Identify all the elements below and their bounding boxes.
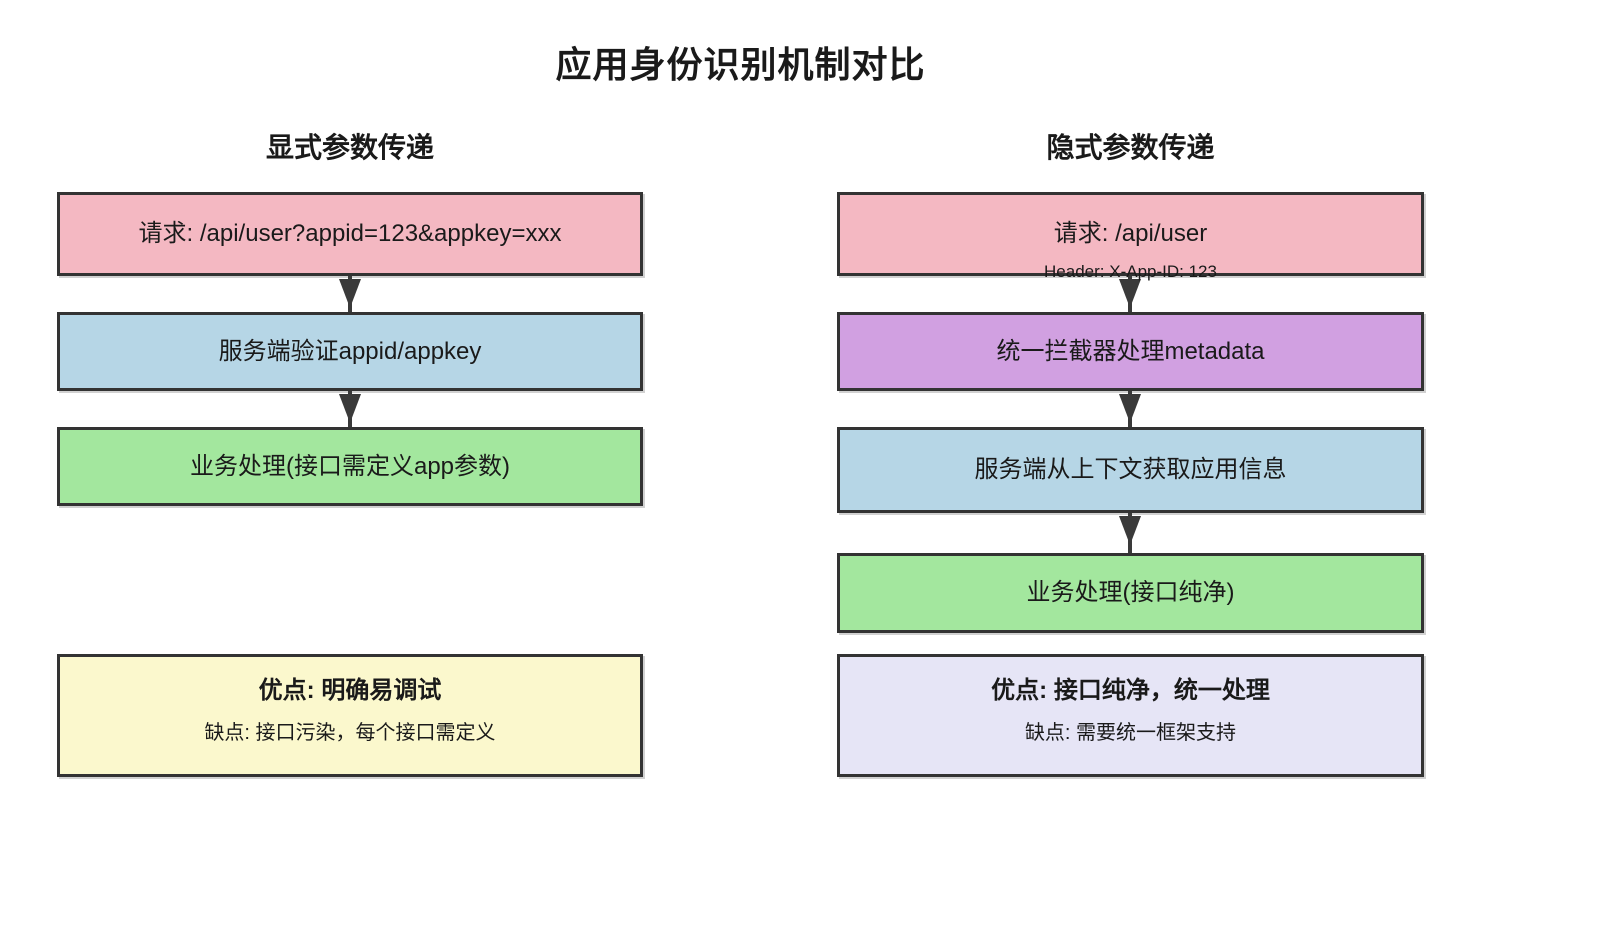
left-validate-text: 服务端验证appid/appkey — [218, 337, 482, 365]
right-context-box: 服务端从上下文获取应用信息 — [837, 427, 1424, 513]
arrow-head — [1119, 394, 1141, 423]
right-context-text: 服务端从上下文获取应用信息 — [974, 456, 1287, 483]
right-business-text: 业务处理(接口纯净) — [1026, 579, 1235, 606]
left-cons-text: 缺点: 接口污染，每个接口需定义 — [204, 722, 496, 744]
right-pros-text: 优点: 接口纯净，统一处理 — [991, 677, 1270, 704]
right-interceptor-text: 统一拦截器处理metadata — [996, 337, 1265, 365]
left-pros-text: 优点: 明确易调试 — [258, 677, 442, 704]
left-business-box: 业务处理(接口需定义app参数) — [57, 427, 643, 506]
arrow-head — [1119, 516, 1141, 545]
right-request-text: 请求: /api/user — [1053, 220, 1208, 247]
arrow-head — [1119, 279, 1141, 308]
down-arrow-icon — [328, 276, 372, 312]
left-request-text: 请求: /api/user?appid=123&appkey=xxx — [138, 220, 562, 247]
right-request-box: 请求: /api/user Header: X-App-ID: 123 — [837, 192, 1424, 281]
left-validate-box: 服务端验证appid/appkey — [57, 312, 643, 391]
left-summary-box: 优点: 明确易调试 缺点: 接口污染，每个接口需定义 — [57, 654, 643, 777]
arrow-head — [339, 394, 361, 423]
down-arrow-icon — [1108, 513, 1152, 553]
right-column-header: 隐式参数传递 — [1046, 132, 1215, 163]
left-column-header: 显式参数传递 — [265, 132, 434, 163]
right-business-box: 业务处理(接口纯净) — [837, 553, 1424, 633]
down-arrow-icon — [1108, 276, 1152, 312]
page-title: 应用身份识别机制对比 — [555, 44, 926, 85]
arrow-head — [339, 279, 361, 308]
right-cons-text: 缺点: 需要统一框架支持 — [1024, 722, 1237, 744]
right-request-header-text: Header: X-App-ID: 123 — [1044, 261, 1217, 281]
right-summary-box: 优点: 接口纯净，统一处理 缺点: 需要统一框架支持 — [837, 654, 1424, 777]
down-arrow-icon — [1108, 391, 1152, 427]
down-arrow-icon — [328, 391, 372, 427]
right-interceptor-box: 统一拦截器处理metadata — [837, 312, 1424, 391]
left-business-text: 业务处理(接口需定义app参数) — [189, 452, 511, 480]
left-request-box: 请求: /api/user?appid=123&appkey=xxx — [57, 192, 643, 276]
